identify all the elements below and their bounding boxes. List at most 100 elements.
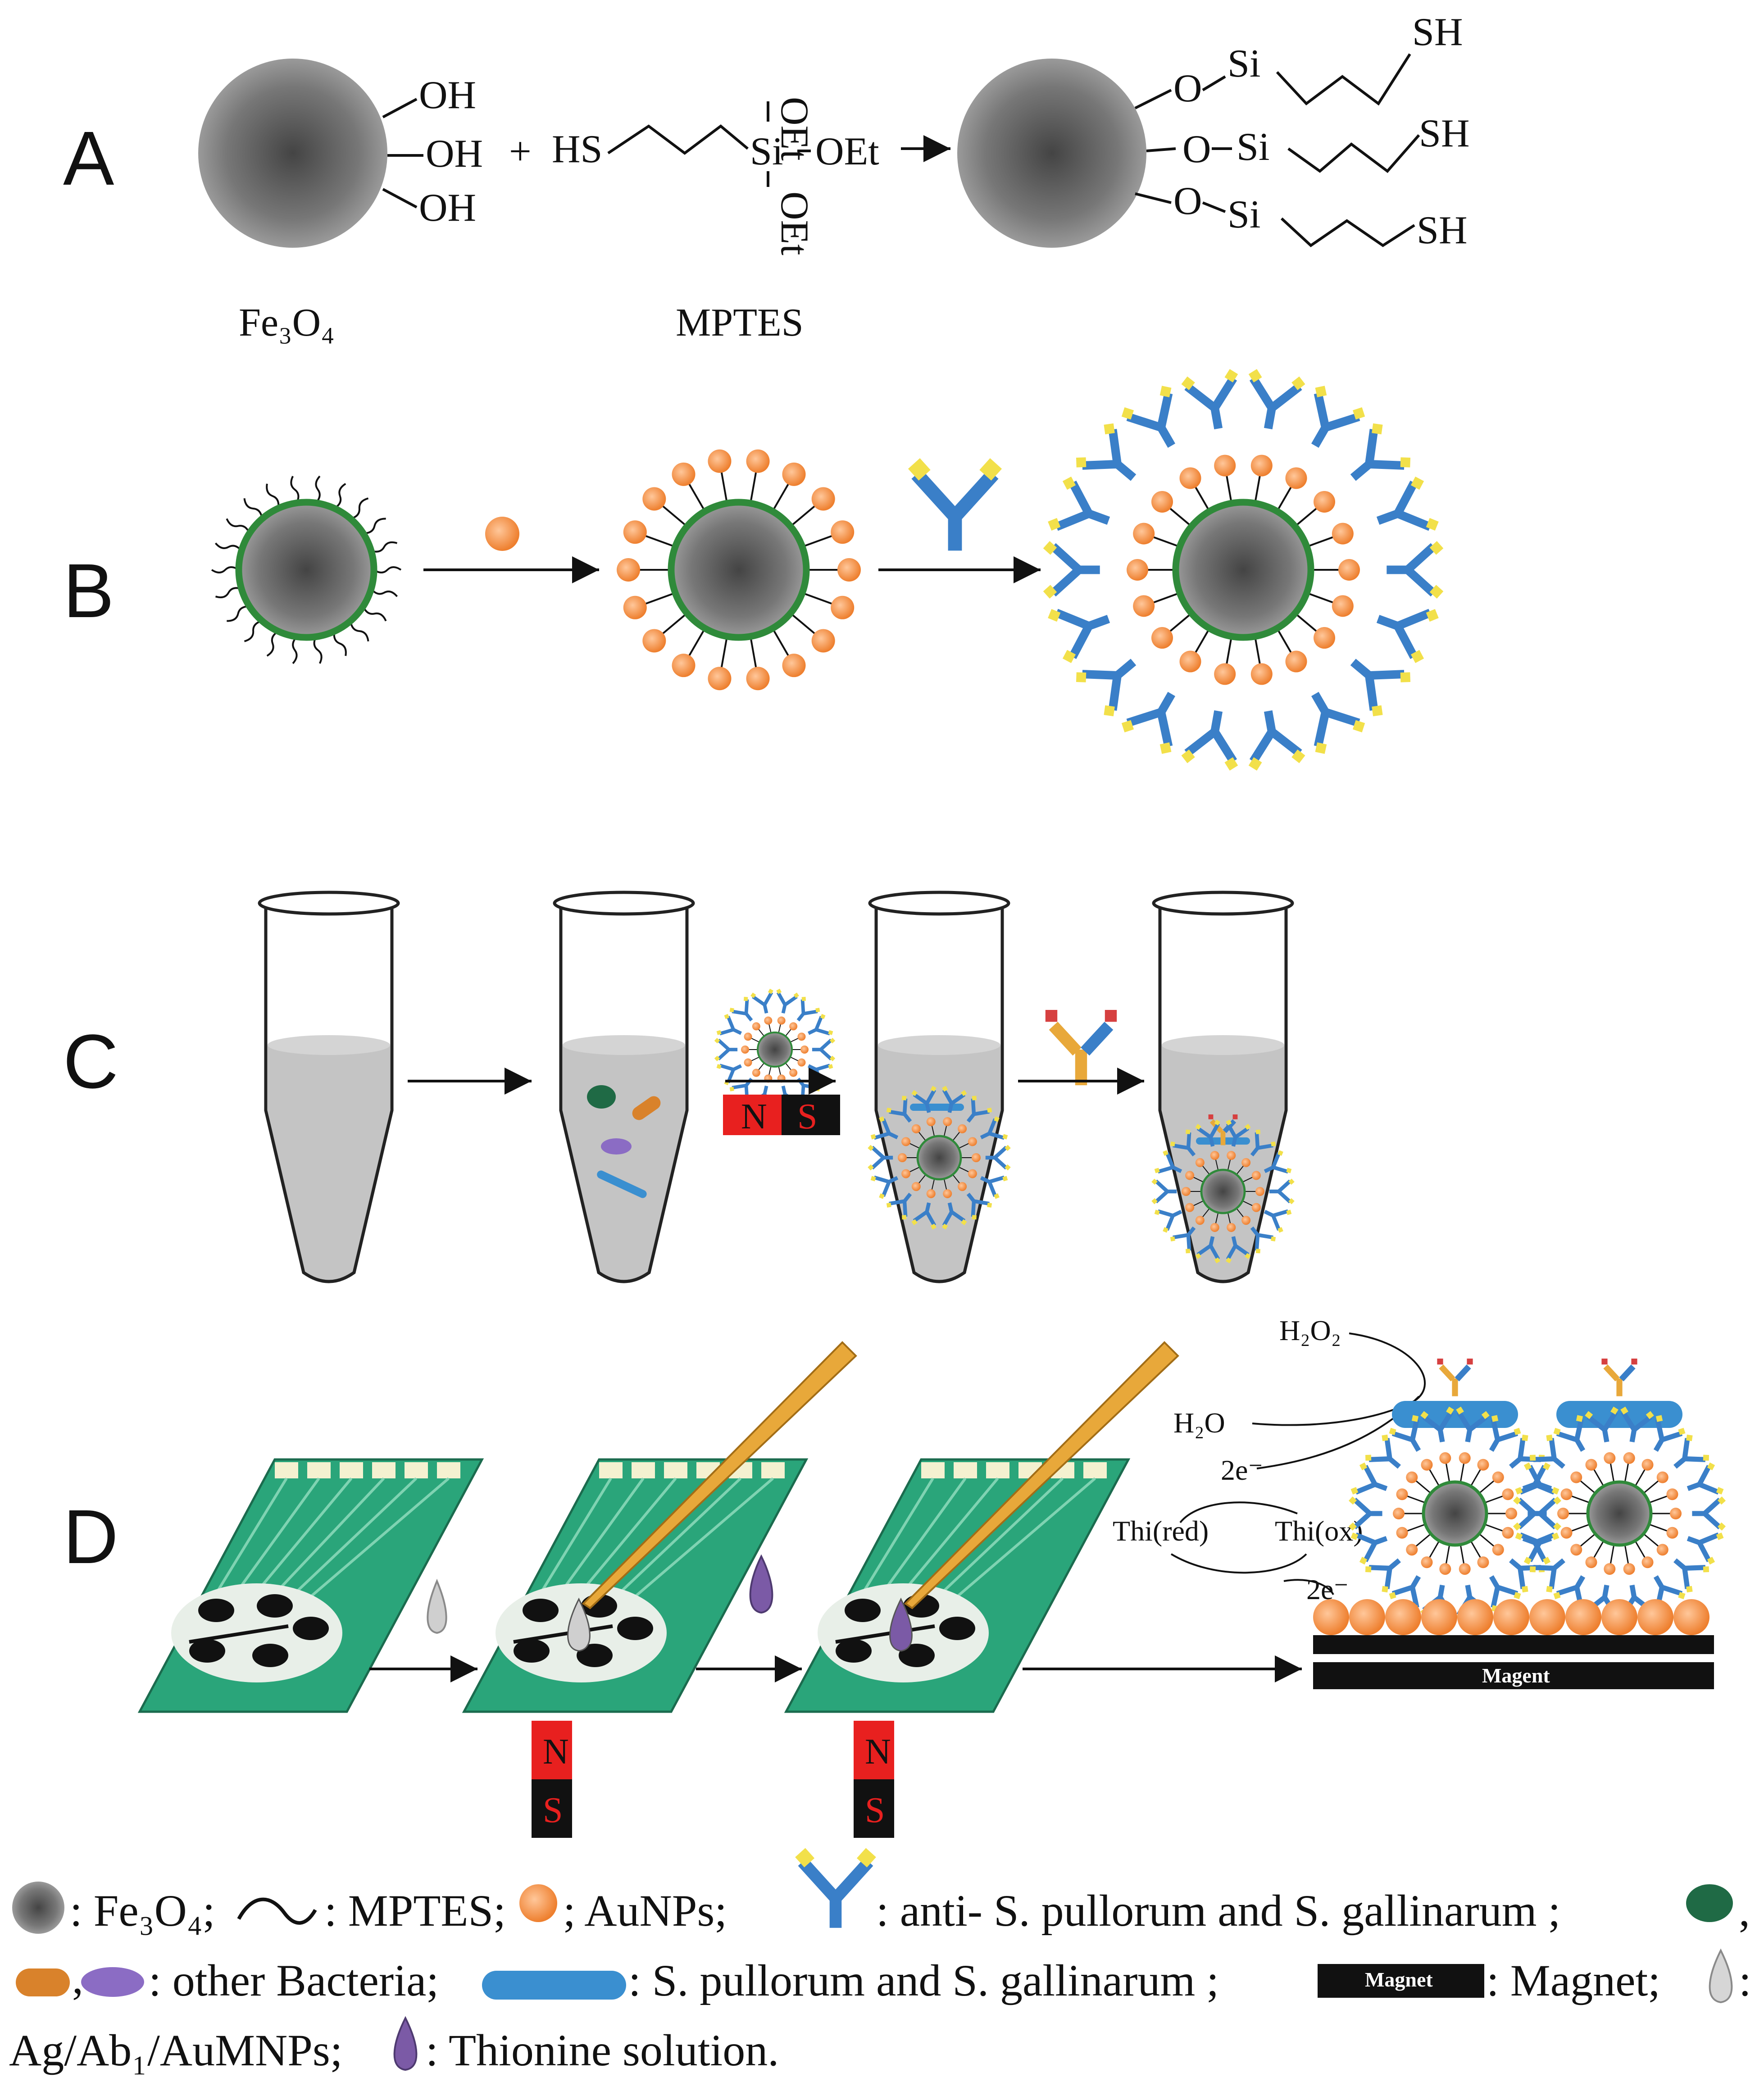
thi-ox-label: Thi(ox) — [1275, 1515, 1363, 1547]
aunp — [782, 462, 806, 486]
hs-label: HS — [552, 127, 603, 171]
antibody — [1692, 1496, 1726, 1531]
o-label-3: O — [1173, 179, 1202, 223]
aunp — [1185, 1171, 1195, 1180]
si-label: Si — [750, 130, 783, 173]
trace — [530, 1477, 612, 1609]
mptes-chain — [350, 497, 369, 520]
magnet-n-label: N — [741, 1097, 767, 1136]
aunp — [811, 629, 835, 653]
aunp — [764, 1016, 773, 1025]
aunp — [1227, 1151, 1236, 1160]
antibody — [1269, 1179, 1295, 1205]
antibody — [1118, 680, 1197, 758]
aunp — [1241, 1216, 1251, 1225]
aunp — [1182, 1187, 1191, 1196]
mptes-chain — [266, 630, 279, 657]
h2o2-label: H₂O₂ — [1279, 1314, 1341, 1346]
aunp — [797, 1032, 806, 1041]
magnetic-core — [235, 499, 377, 641]
aunp — [789, 1022, 798, 1031]
panel-a: OH OH OH + HS Si OEt OEt OEt O O O Si Si… — [198, 10, 1470, 345]
aunp — [1195, 1216, 1205, 1225]
o-label-2: O — [1182, 127, 1211, 171]
contact-pad — [632, 1462, 655, 1478]
mptes-chain — [215, 587, 242, 599]
tube-wall — [264, 903, 394, 1283]
working-electrode — [293, 1617, 329, 1640]
aunp — [1656, 1544, 1669, 1556]
aunp — [1210, 1151, 1219, 1160]
trace — [278, 1477, 418, 1609]
aunp — [1314, 491, 1336, 513]
aunp — [746, 667, 770, 691]
magnet-s-label: S — [865, 1791, 885, 1830]
electrode-3: NS — [784, 1341, 1179, 1838]
antibody — [1151, 1179, 1177, 1205]
aunp — [1314, 627, 1336, 649]
silane-bonds — [1134, 53, 1420, 247]
trace — [602, 1477, 742, 1609]
working-electrode — [198, 1599, 234, 1622]
antibody — [1335, 419, 1415, 500]
aunp — [831, 520, 855, 544]
magnet-n-label: N — [865, 1732, 891, 1772]
aunp — [797, 1058, 806, 1067]
legend-target-bacterium-icon — [482, 1971, 626, 2000]
aunp — [1396, 1488, 1408, 1500]
aunp — [744, 1058, 752, 1067]
aunp — [1492, 1471, 1504, 1483]
mechanism: H₂O₂ H₂O 2e⁻ Thi(red) Thi(ox) 2e⁻ Magent — [1113, 1314, 1726, 1689]
trace — [924, 1477, 1064, 1609]
aunp — [1502, 1488, 1514, 1500]
aunp — [1338, 559, 1360, 581]
antibody — [1043, 541, 1100, 599]
aunp — [958, 1124, 967, 1133]
legend-antibody-icon — [795, 1848, 876, 1928]
legend-mptes-text: : MPTES; — [324, 1886, 506, 1936]
magnetic-core — [757, 1032, 793, 1068]
reference-line — [189, 1624, 289, 1644]
magent-label: Magent — [1482, 1664, 1550, 1687]
antibody — [812, 1038, 835, 1061]
antibody — [1180, 368, 1247, 433]
aunp-reagent — [485, 517, 519, 551]
tube-3-captured — [868, 891, 1011, 1283]
magnet-south — [854, 1779, 894, 1838]
tube-2-sample — [553, 891, 695, 1283]
legend-orange-bacterium-icon — [16, 1968, 70, 1996]
aunp — [1214, 663, 1236, 685]
trace — [621, 1477, 774, 1609]
working-electrode — [836, 1639, 872, 1663]
aunp — [1492, 1544, 1504, 1556]
mptes-chain — [227, 605, 250, 622]
magnetic-core — [1422, 1480, 1488, 1547]
mptes-chain — [266, 483, 280, 509]
aunp — [1151, 627, 1173, 649]
aunp — [1421, 1556, 1433, 1568]
aunp — [1560, 1488, 1573, 1500]
aunp — [1210, 1223, 1219, 1232]
antibody — [1290, 680, 1368, 758]
aunp — [744, 1032, 752, 1041]
aunp — [831, 596, 855, 619]
reference-line — [835, 1624, 935, 1644]
plus-sign: + — [509, 130, 532, 173]
magnetic-core — [1200, 1168, 1246, 1214]
h2o-label: H₂O — [1173, 1407, 1225, 1439]
trace — [852, 1477, 934, 1609]
working-electrode — [523, 1599, 559, 1622]
aunp — [1623, 1563, 1635, 1575]
legend-colon: : — [1739, 1955, 1751, 2005]
electrode-aunp — [1565, 1599, 1601, 1635]
panel-c: N S — [258, 891, 1295, 1283]
working-electrode — [514, 1639, 550, 1663]
aunp — [1439, 1452, 1451, 1464]
liquid-surface — [1162, 1035, 1284, 1055]
working-electrode — [189, 1639, 225, 1663]
aunp — [1127, 559, 1148, 581]
antibody — [1118, 382, 1197, 460]
aunp — [1250, 663, 1273, 685]
bar-magnet-c: N S — [723, 1095, 840, 1136]
antibody — [1682, 1461, 1725, 1505]
